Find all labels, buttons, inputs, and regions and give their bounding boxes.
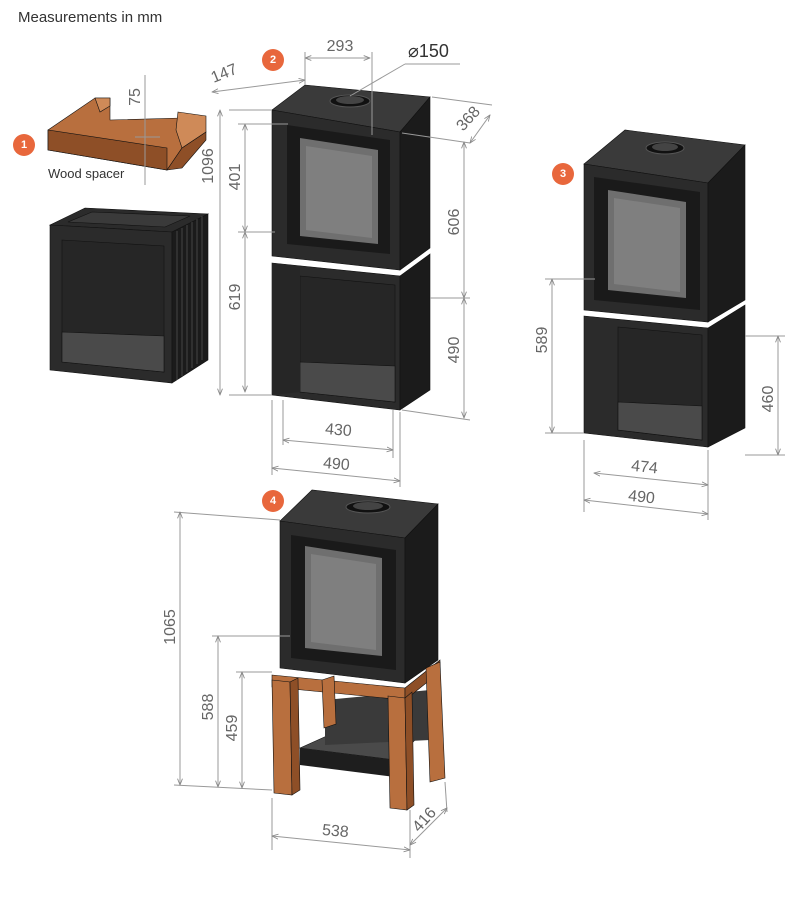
variant-badge-2: 2 (262, 49, 284, 71)
dim-total-height-4: 1065 (162, 609, 179, 645)
wood-spacer-label: Wood spacer (48, 166, 125, 181)
open-box-1 (48, 207, 210, 384)
dim-base-box-height-2: 490 (446, 337, 463, 364)
wooden-stand (271, 659, 446, 811)
dim-total-height-2: 1096 (200, 148, 217, 184)
dim-top-width-2: 293 (327, 38, 354, 55)
stove-3 (583, 129, 746, 323)
dim-outer-width-2: 490 (322, 455, 350, 474)
dim-upper-depth-2: 147 (209, 61, 240, 87)
side-ribs-1 (176, 216, 203, 380)
dim-inner-width-3: 474 (630, 458, 658, 478)
box-3 (583, 304, 746, 448)
wood-spacer (47, 97, 207, 171)
dimension-lines (135, 52, 785, 858)
dimension-labels: 75 1096 401 619 147 293 ⌀150 368 606 490… (127, 38, 777, 841)
dim-width-4: 538 (321, 822, 349, 841)
dim-stove-height-2: 606 (446, 209, 463, 236)
dim-box-height-3: 460 (760, 386, 777, 413)
dim-inner-width-2: 430 (324, 421, 352, 440)
dim-flue-diameter-2: ⌀150 (408, 41, 449, 61)
stove-2 (271, 84, 431, 271)
box-2 (271, 253, 431, 411)
variant-badge-1: 1 (13, 134, 35, 156)
page-title: Measurements in mm (18, 9, 163, 26)
stove-4 (279, 489, 439, 684)
dim-door-height-2: 401 (227, 164, 244, 191)
variant-badge-4: 4 (262, 490, 284, 512)
dim-outer-width-3: 490 (627, 488, 655, 508)
dim-base-height-3: 589 (534, 327, 551, 354)
dim-frame-height-4: 459 (224, 715, 241, 742)
dim-leg-height-4: 588 (200, 694, 217, 721)
dim-spacer-height: 75 (127, 88, 144, 106)
variant-badge-3: 3 (552, 163, 574, 185)
dim-base-height-2: 619 (227, 284, 244, 311)
dim-depth-4: 416 (409, 804, 440, 835)
